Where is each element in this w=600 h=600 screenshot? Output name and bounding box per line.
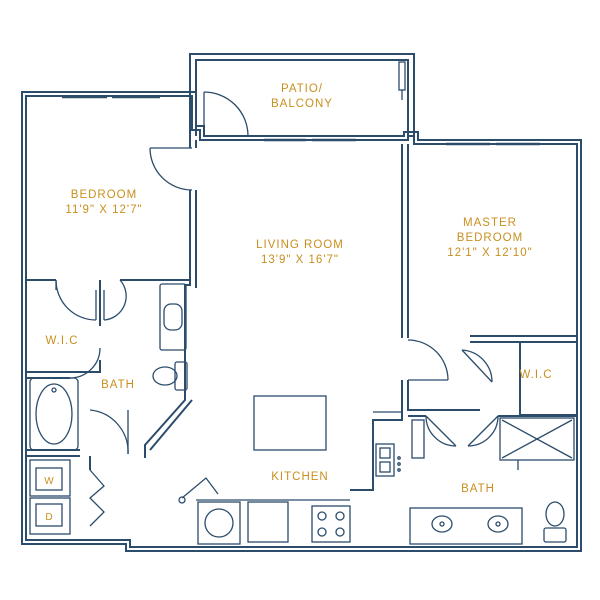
- dryer-label: D: [45, 512, 52, 523]
- living-room-size: 13'9" X 16'7": [261, 254, 339, 266]
- doors: [55, 91, 499, 527]
- bath-left-label: BATH: [101, 379, 135, 391]
- kitchen-fixtures: [178, 395, 402, 545]
- patio-label-line2: BALCONY: [271, 98, 333, 110]
- laundry: W D: [29, 459, 71, 535]
- patio-balcony: [189, 53, 415, 136]
- wic-right-label: W.I.C: [519, 369, 552, 381]
- master-bedroom-size: 12'1" X 12'10": [447, 247, 532, 259]
- master-bedroom-label-line1: MASTER: [463, 217, 517, 229]
- master-bedroom-label-line2: BEDROOM: [457, 232, 523, 244]
- windows: [62, 95, 540, 146]
- bedroom-size: 11'9" X 12'7": [65, 204, 142, 216]
- master-bath-fixtures: [409, 417, 575, 545]
- bath-right-label: BATH: [461, 483, 495, 495]
- washer-label: W: [44, 476, 54, 487]
- kitchen-label: KITCHEN: [271, 471, 328, 483]
- bedroom-label: BEDROOM: [71, 189, 137, 201]
- interior-walls: [26, 130, 577, 491]
- room-labels: PATIO/ BALCONY BEDROOM 11'9" X 12'7" LIV…: [45, 83, 552, 495]
- left-bath-fixtures: [29, 283, 188, 451]
- living-room-label: LIVING ROOM: [256, 239, 344, 251]
- wic-left-label: W.I.C: [45, 335, 78, 347]
- patio-label-line1: PATIO/: [281, 83, 323, 95]
